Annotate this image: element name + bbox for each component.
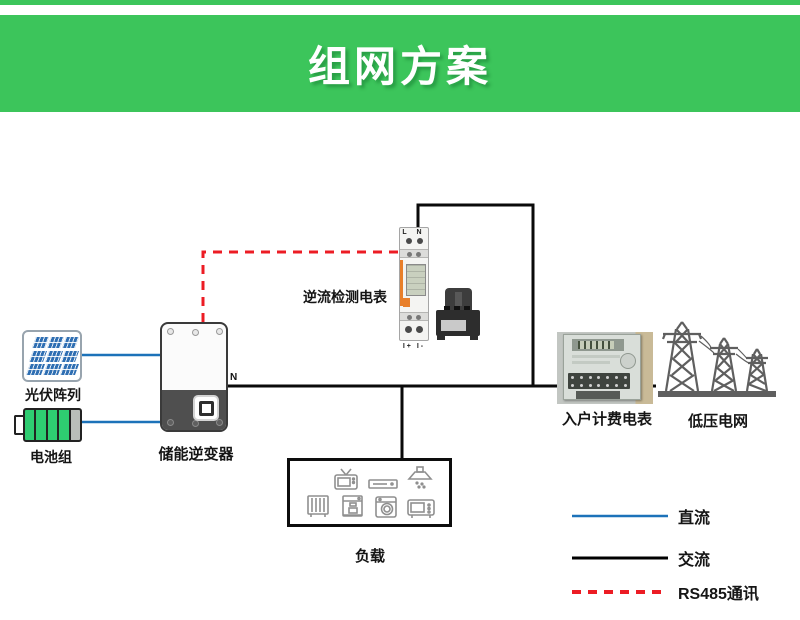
- grid-towers-icon: [658, 321, 776, 397]
- neutral-wire-label: N: [230, 372, 238, 383]
- header-banner: 组网方案: [0, 15, 800, 112]
- load-label: 负载: [354, 548, 385, 565]
- tv-icon: [333, 468, 358, 490]
- legend-item-rs485: RS485通讯: [572, 580, 759, 604]
- page-title: 组网方案: [307, 43, 492, 90]
- legend-ac-label: 交流: [678, 552, 711, 569]
- reverse-meter-label: 逆流检测电表: [303, 289, 387, 305]
- legend-rs485-swatch: [572, 590, 668, 594]
- ac-wire-meter-loop: [416, 203, 535, 386]
- grid-label: 低压电网: [687, 413, 748, 430]
- inverter-label: 储能逆变器: [158, 446, 234, 463]
- heater-icon: [306, 495, 329, 518]
- legend-item-ac: 交流: [572, 546, 710, 570]
- rs485-wire: [201, 250, 399, 322]
- inverter-device: [160, 322, 228, 432]
- pv-array-icon: [22, 330, 82, 382]
- washing-machine-icon: [374, 496, 397, 519]
- billing-meter-device: [557, 332, 653, 404]
- ct-clamp-icon: [436, 288, 480, 340]
- legend-rs485-label: RS485通讯: [678, 586, 759, 603]
- pv-array-label: 光伏阵列: [25, 387, 81, 403]
- battery-label: 电池组: [30, 449, 72, 465]
- reverse-meter-lcd: [406, 264, 426, 296]
- microwave-icon: [406, 499, 435, 519]
- range-hood-icon: [406, 465, 433, 489]
- coffee-machine-icon: [341, 495, 363, 518]
- legend-ac-swatch: [572, 556, 668, 560]
- billing-meter-label: 入户计费电表: [561, 411, 652, 428]
- battery-icon: [14, 408, 82, 442]
- reverse-meter-orange-stripe: [400, 260, 403, 306]
- reverse-meter-logo: [403, 298, 410, 307]
- reverse-meter-terminal-bottom-label: I+ I-: [402, 343, 426, 350]
- legend-item-dc: 直流: [572, 504, 710, 528]
- legend-dc-swatch: [572, 514, 668, 518]
- top-accent-strip: [0, 0, 800, 5]
- reverse-meter-terminal-top-label: L N: [402, 229, 426, 236]
- inverter-port-icon: [193, 395, 219, 421]
- dvd-player-icon: [367, 478, 398, 489]
- legend-dc-label: 直流: [678, 510, 711, 527]
- load-box: [287, 458, 452, 527]
- reverse-meter-device: L N: [399, 227, 429, 341]
